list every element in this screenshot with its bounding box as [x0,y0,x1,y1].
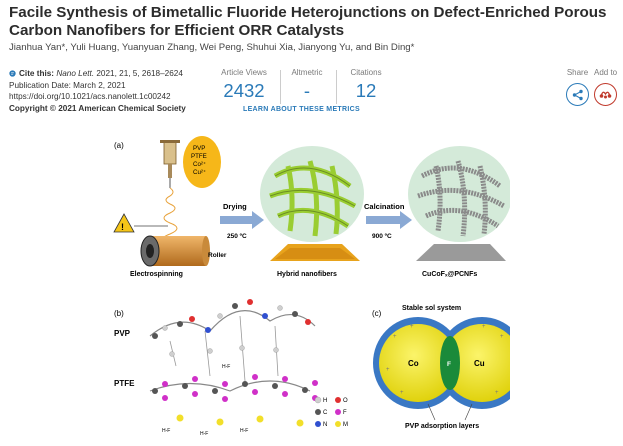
ptfe-chain-label: PTFE [114,379,135,388]
cite-label: Cite this: [19,69,55,78]
svg-text:+: + [410,324,414,330]
bimetal-spheres: ++ ++ ++ ++ [373,317,510,409]
atom-legend: H O C F N M [314,396,348,428]
share-icon [572,89,583,100]
learn-metrics-link[interactable]: LEARN ABOUT THESE METRICS [243,106,360,113]
svg-text:+: + [500,334,504,340]
legend-f: F [343,410,347,416]
add-to-label: Add to [594,68,618,77]
article-title: Facile Synthesis of Bimetallic Fluoride … [9,4,607,39]
electrospinning-label: Electrospinning [130,271,183,278]
quote-icon [9,70,16,77]
hybrid-label: Hybrid nanofibers [277,271,337,278]
hf-bond-label-4: H-F [240,428,248,434]
hybrid-fibers-illustration [260,146,364,261]
molecule-model [149,299,318,427]
citations-metric[interactable]: Citations 12 [340,68,392,102]
drying-temp: 250 ºC [227,233,247,240]
citations-value: 12 [355,80,377,101]
svg-text:+: + [393,334,397,340]
hf-bond-label: H-F [222,364,230,370]
calcination-label: Calcination [364,202,405,211]
altmetric-value: - [303,80,311,101]
roller-drum [140,235,210,267]
views-label: Article Views [221,68,267,77]
roller-label: Roller [208,252,227,259]
cite-journal[interactable]: Nano Lett. [56,69,95,78]
hf-bond-label-3: H-F [200,431,208,437]
product-fibers-illustration [408,146,510,261]
citations-label: Citations [350,68,382,77]
hf-bond-label-2: H-F [162,428,170,434]
calcination-arrow [366,211,412,229]
cite-volume: 2021, 21, 5, 2618–2624 [96,69,183,78]
svg-text:+: + [482,324,486,330]
adsorption-label: PVP adsorption layers [405,423,479,430]
legend-c: C [323,410,328,416]
mendeley-icon [599,91,612,99]
views-metric[interactable]: Article Views 2432 [212,68,276,102]
sphere-f-label: F [447,361,451,368]
calcination-temp: 900 ºC [372,233,392,240]
bubble-co: Co²⁺ [193,161,206,168]
legend-n: N [323,422,327,428]
svg-text:+: + [400,390,404,396]
panel-b-label: (b) [114,309,124,318]
sphere-co-label: Co [408,359,419,368]
author-list[interactable]: Jianhua Yan*, Yuli Huang, Yuanyuan Zhang… [9,42,415,53]
svg-text:+: + [495,390,499,396]
metrics-panel: Article Views 2432 Altmetric - Citations… [212,68,392,112]
drying-label: Drying [223,202,247,211]
drying-arrow [220,211,264,229]
metrics-divider [336,70,337,104]
copyright: Copyright © 2021 American Chemical Socie… [9,103,186,113]
citation-block: Cite this: Nano Lett. 2021, 21, 5, 2618–… [9,68,186,114]
product-label: CuCoFₓ@PCNFs [422,271,477,278]
toc-graphic: (a) PVP PTFE Co²⁺ Cu²⁺ ! Roller Electros… [113,136,510,437]
bubble-ptfe: PTFE [191,153,207,160]
legend-m: M [343,422,348,428]
add-to-button[interactable] [594,83,618,106]
citation-line: Cite this: Nano Lett. 2021, 21, 5, 2618–… [9,68,186,80]
bubble-cu: Cu²⁺ [193,169,206,176]
solution-bubble: PVP PTFE Co²⁺ Cu²⁺ [183,136,221,188]
syringe-icon [160,140,180,188]
legend-o: O [343,398,348,404]
altmetric-label: Altmetric [291,68,323,77]
publication-date: Publication Date: March 2, 2021 [9,80,126,90]
high-voltage-icon: ! [113,213,168,233]
share-column: Share [566,68,589,106]
views-value: 2432 [223,80,265,101]
share-button[interactable] [566,83,589,106]
svg-text:!: ! [121,222,124,232]
svg-text:+: + [386,367,390,373]
bubble-pvp: PVP [193,145,205,152]
altmetric-metric[interactable]: Altmetric - [282,68,332,102]
stable-sol-label: Stable sol system [402,305,461,312]
pvp-chain-label: PVP [114,329,131,338]
metrics-divider [280,70,281,104]
sphere-cu-label: Cu [474,359,485,368]
add-to-column: Add to [594,68,617,106]
legend-h: H [323,398,327,404]
panel-a-label: (a) [114,141,124,150]
doi-link[interactable]: https://doi.org/10.1021/acs.nanolett.1c0… [9,92,171,101]
share-label: Share [566,68,589,77]
panel-c-label: (c) [372,309,382,318]
